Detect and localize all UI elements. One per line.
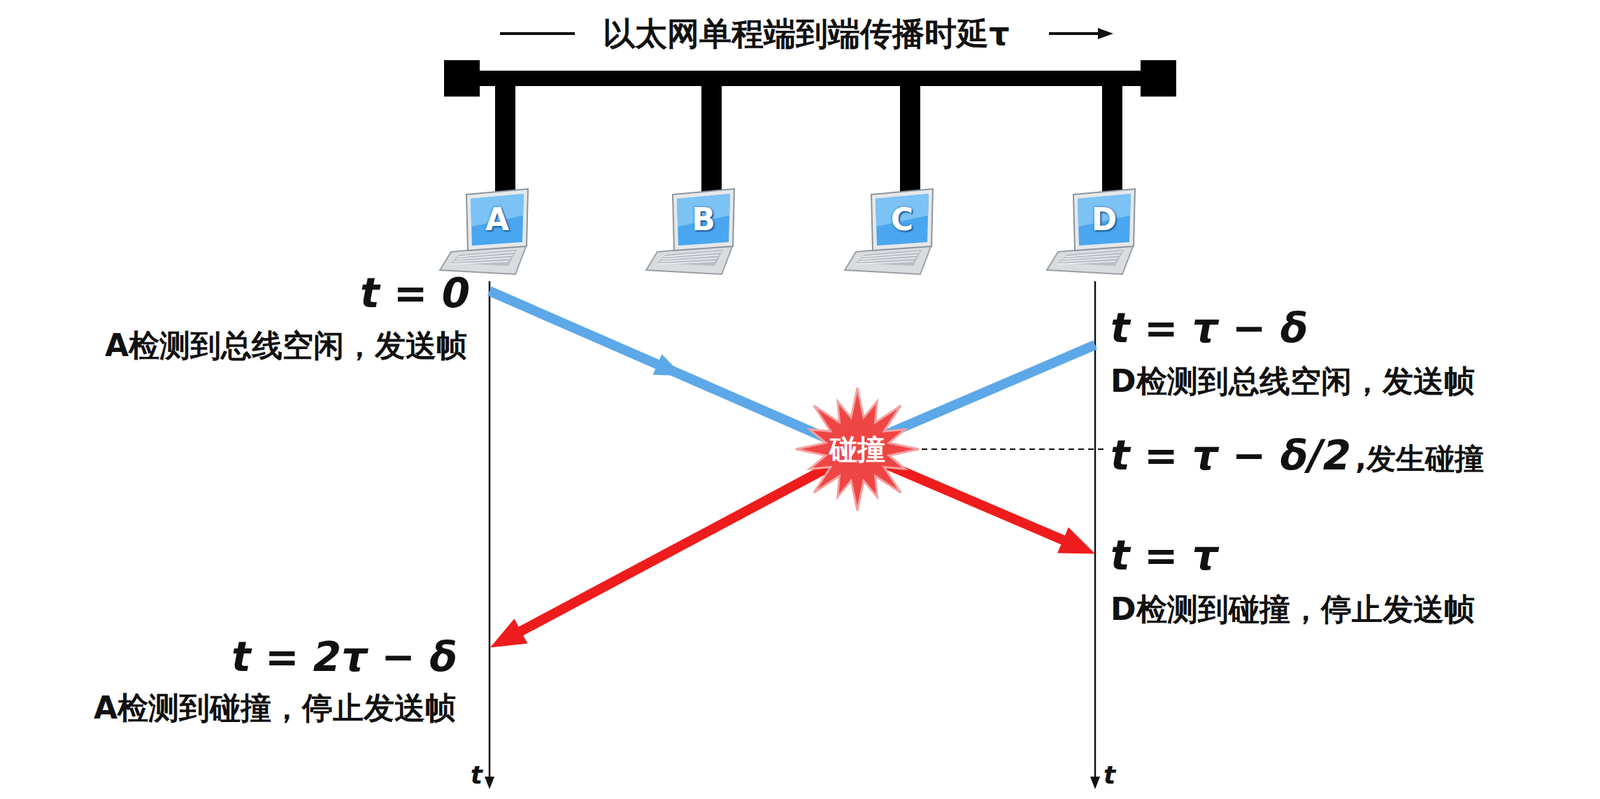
laptop-node: B — [644, 187, 738, 279]
laptop-node: C — [843, 187, 936, 279]
time-label: t = τ − δ/2 — [1110, 433, 1352, 479]
timeline-arrow — [1090, 776, 1100, 789]
time-label: t = τ − δ — [1110, 306, 1309, 352]
collision-arrow-head — [1057, 527, 1101, 567]
laptop-lid — [871, 188, 933, 251]
bus-drop — [900, 80, 921, 207]
event-note: A检测到碰撞，停止发送帧 — [93, 690, 456, 725]
keyboard-row — [451, 261, 509, 265]
title: 以太网单程端到端传播时延τ — [602, 16, 1010, 52]
bus-terminator — [444, 60, 480, 97]
timeline-arrow — [484, 776, 495, 789]
event-note: ,发生碰撞 — [1355, 442, 1484, 475]
laptop-lid — [1073, 188, 1135, 251]
laptop-keyboard — [657, 249, 724, 266]
laptop-screen — [676, 193, 731, 246]
laptop-keyboard — [451, 249, 517, 266]
station-letter: A — [485, 204, 510, 235]
laptop-icon — [644, 187, 738, 279]
time-label: t = τ — [1110, 533, 1219, 579]
keyboard-row — [862, 251, 920, 257]
title-arrow-line — [1048, 32, 1102, 35]
keyboard-row — [856, 261, 914, 265]
event-note: D检测到总线空闲，发送帧 — [1110, 364, 1475, 398]
laptop-lid — [466, 188, 528, 251]
collision-arrow-head — [483, 618, 528, 660]
title-arrow-head — [1097, 27, 1114, 40]
laptop-icon — [843, 187, 936, 279]
station-letter: C — [890, 204, 914, 235]
laptop-lid — [672, 188, 735, 251]
keyboard-row — [1065, 251, 1122, 257]
laptop-keyboard — [855, 249, 922, 266]
event-note: A检测到总线空闲，发送帧 — [104, 328, 468, 363]
keyboard-row — [458, 251, 515, 257]
laptop-node: D — [1045, 187, 1138, 279]
axis-label: t — [470, 760, 483, 789]
collision-burst: 碰撞 — [794, 386, 921, 512]
time-reference-line — [902, 448, 1104, 450]
station-letter: B — [691, 204, 716, 235]
bus-drop — [1102, 80, 1123, 207]
bus-drop — [701, 80, 722, 207]
laptop-screen — [470, 193, 524, 246]
keyboard-row — [658, 261, 715, 265]
star-shape — [795, 387, 919, 511]
signal-arrow-head — [653, 353, 688, 386]
laptop-node: A — [438, 187, 531, 279]
timeline — [488, 281, 491, 780]
keyboard-row — [664, 251, 721, 257]
axis-label: t — [1103, 760, 1116, 789]
timeline — [1094, 281, 1097, 780]
laptop-icon — [438, 187, 531, 279]
collision-signal — [510, 454, 852, 637]
laptop-screen — [875, 193, 929, 246]
event-note: D检测到碰撞，停止发送帧 — [1110, 592, 1475, 626]
keyboard-row — [1058, 261, 1116, 265]
frame-signal — [489, 290, 852, 449]
ethernet-bus — [454, 70, 1168, 87]
station-letter: D — [1091, 204, 1118, 235]
bus-terminator — [1140, 60, 1177, 97]
laptop-keyboard — [1058, 249, 1124, 266]
bus-drop — [495, 80, 516, 207]
time-label: t = 0 — [360, 271, 470, 317]
title-line — [500, 32, 575, 35]
laptop-screen — [1077, 193, 1131, 246]
time-label: t = 2τ − δ — [231, 634, 458, 680]
collision-text: 碰撞 — [829, 434, 886, 463]
